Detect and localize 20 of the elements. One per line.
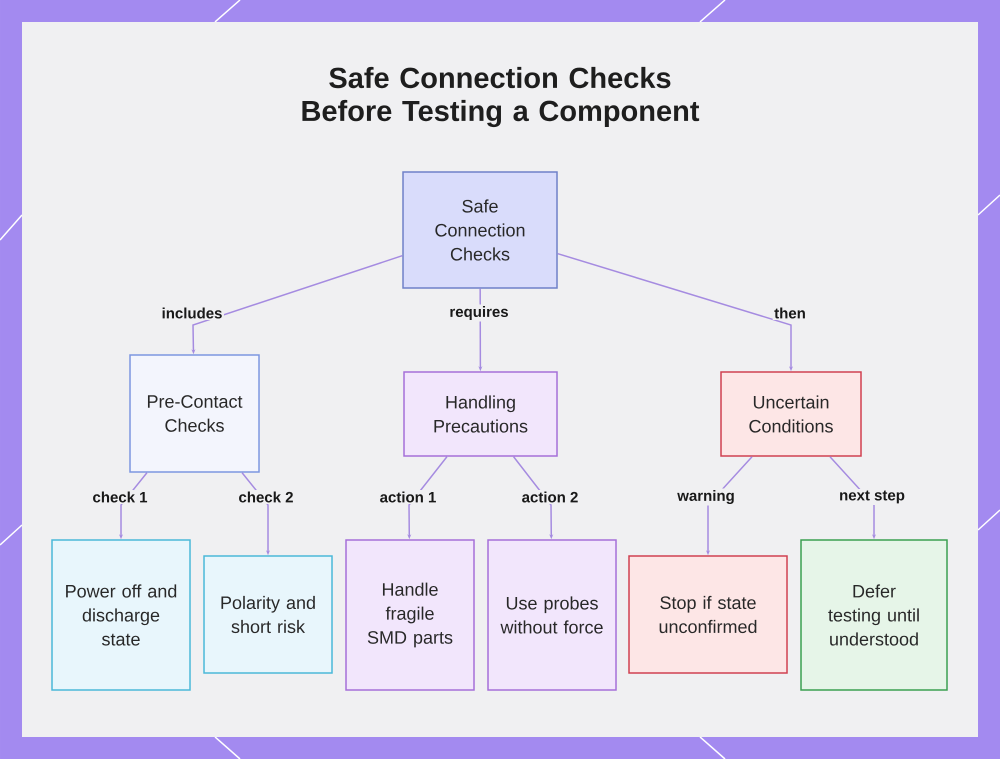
edge-label: then [772,306,808,320]
edge-label: requires [448,304,510,322]
title: Safe Connection Checks Before Testing a Component [302,66,700,128]
edge-label: action 1 [378,490,438,504]
process-box: Safe Connection Checks [402,171,558,289]
edge-label: check 1 [91,490,150,504]
edge-label: check 2 [237,490,296,504]
process-box: Stop if state unconfirmed [628,555,788,674]
process-box: Power off and discharge state [51,539,191,691]
process-box: Handling Precautions [403,371,558,457]
process-box: Polarity and short risk [203,555,333,674]
process-box: Use probes without force [487,539,617,691]
edge-label: next step [838,489,906,505]
edge-label: warning [676,488,736,506]
edge-label: action 2 [520,490,580,504]
process-box: Pre-Contact Checks [129,354,260,473]
process-box: Defer testing until understood [800,539,948,691]
process-box: Uncertain Conditions [720,371,862,457]
process-box: Handle fragile SMD parts [345,539,475,691]
edge-label: includes [160,306,224,320]
